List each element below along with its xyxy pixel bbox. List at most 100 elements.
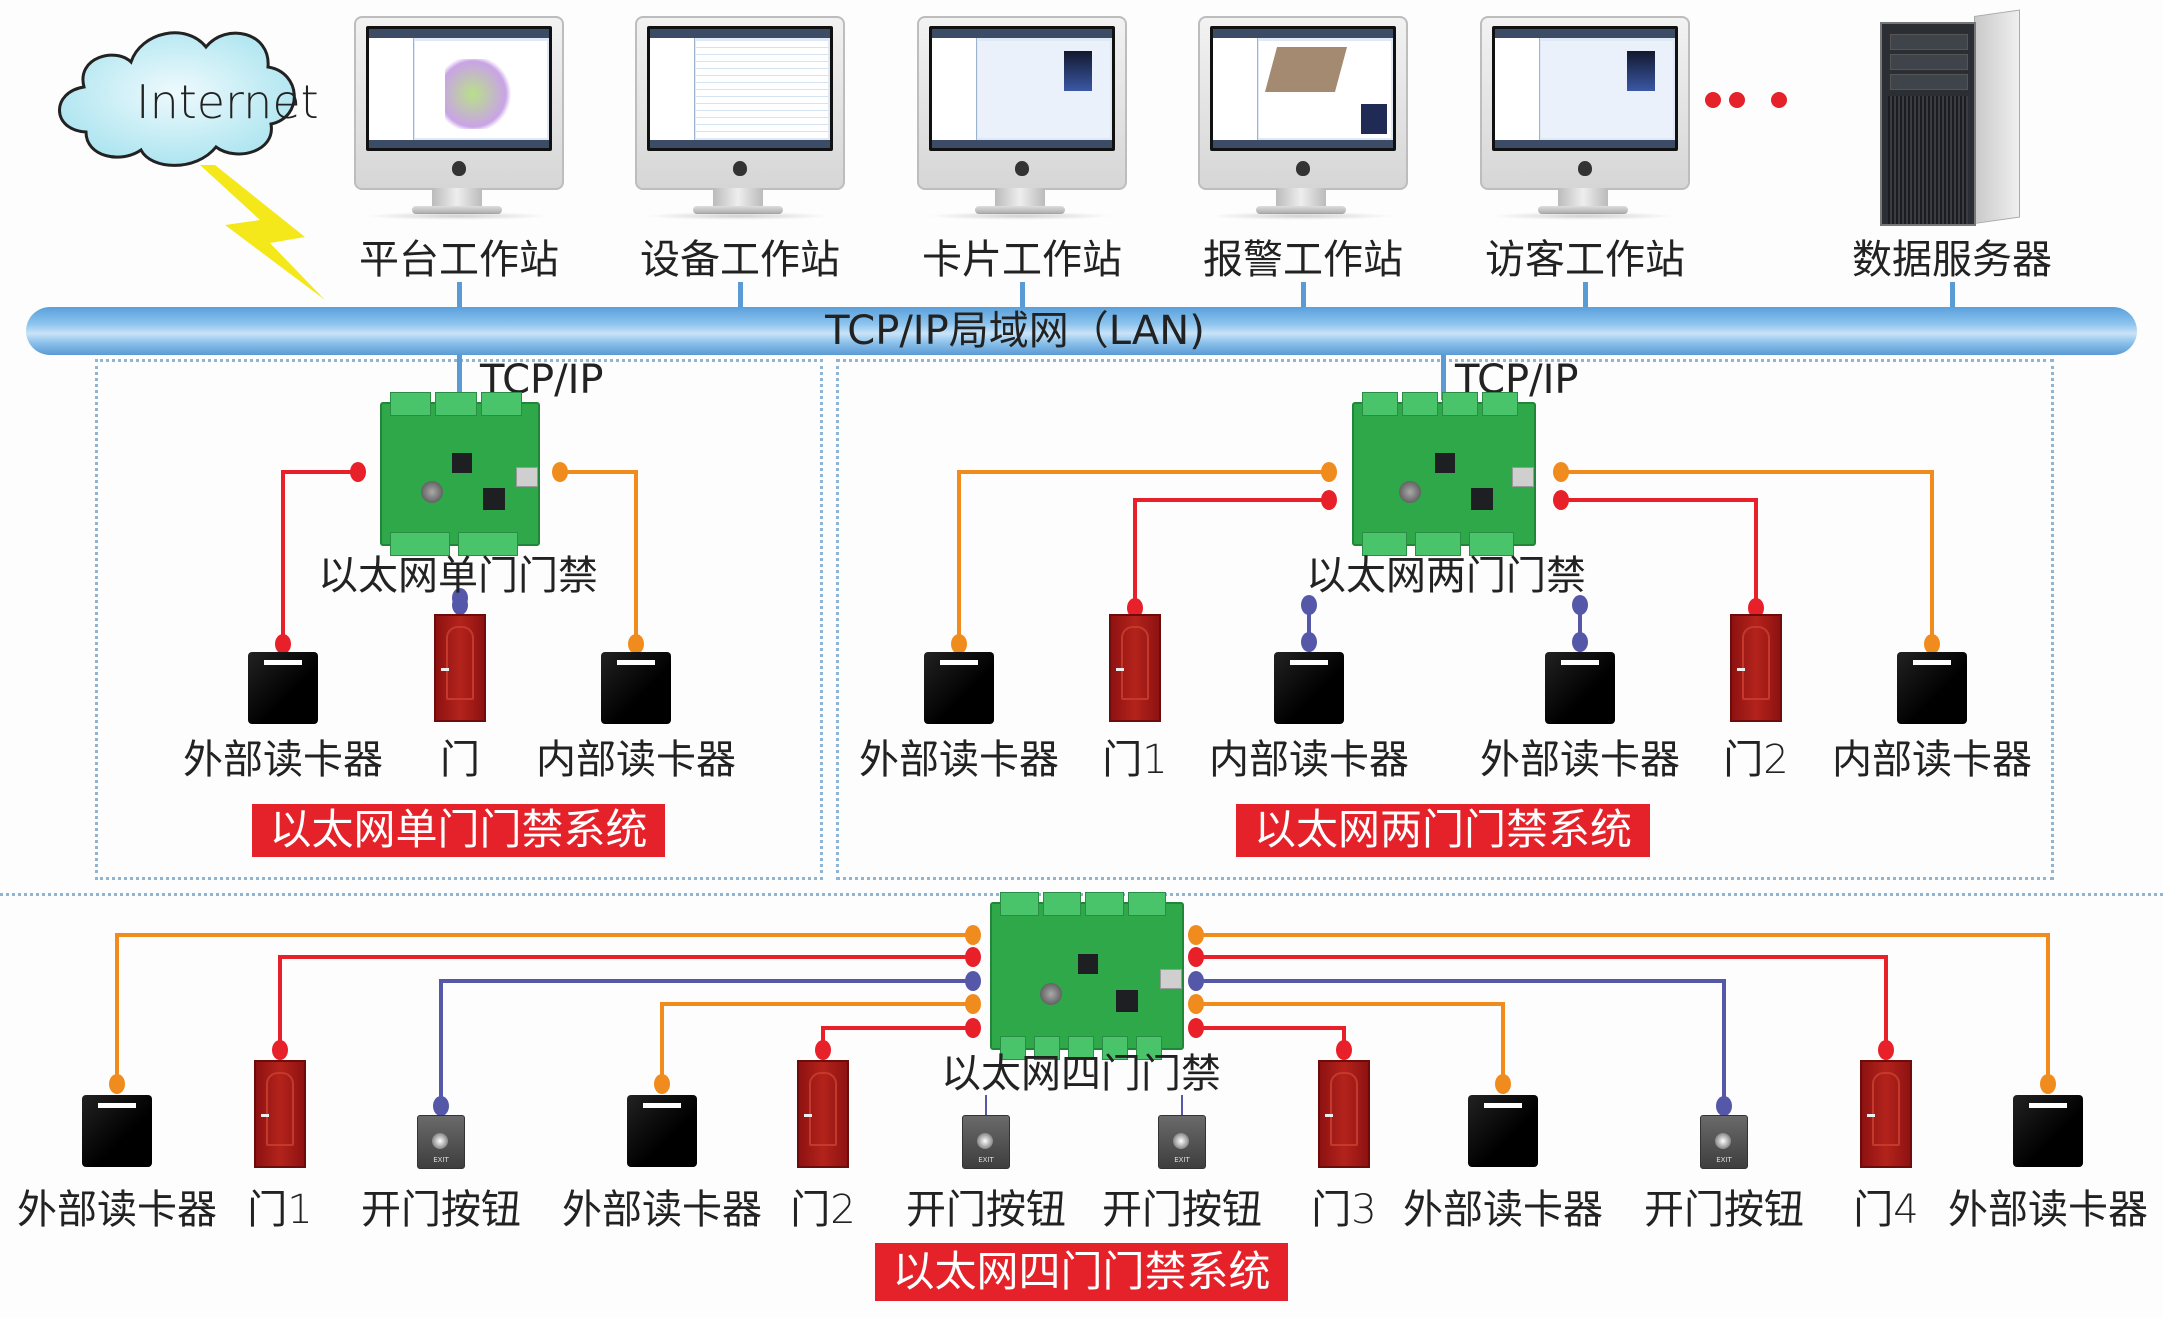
cloud-icon <box>58 31 296 167</box>
device-label: 门2 <box>1723 737 1789 783</box>
lan-bus <box>26 307 2137 355</box>
apple-logo-icon <box>1578 161 1592 176</box>
wire-terminal <box>1188 925 1204 945</box>
wire-terminal <box>815 1040 831 1060</box>
wire-terminal <box>272 1040 288 1060</box>
lan-drop <box>738 282 743 308</box>
device-label: 内部读卡器 <box>536 737 736 783</box>
wire-terminal <box>654 1074 670 1094</box>
door <box>1860 1060 1912 1168</box>
apple-logo-icon <box>733 161 747 176</box>
exit-button <box>417 1115 465 1169</box>
wire-terminal <box>965 971 981 991</box>
card-reader <box>1545 652 1615 724</box>
lightning-icon <box>200 165 325 300</box>
wire-terminal <box>1878 1040 1894 1060</box>
card-reader <box>82 1095 152 1167</box>
workstation-label: 报警工作站 <box>1203 237 1403 283</box>
wire <box>1196 955 1888 1050</box>
card-reader <box>1468 1095 1538 1167</box>
workstation-label: 设备工作站 <box>640 237 840 283</box>
wire <box>821 1026 973 1050</box>
controller-label: 以太网四门门禁 <box>941 1051 1221 1097</box>
apple-logo-icon <box>1296 161 1310 176</box>
workstation-monitor <box>917 16 1127 221</box>
device-label: 外部读卡器 <box>562 1187 762 1233</box>
device-label: 内部读卡器 <box>1209 737 1409 783</box>
four-door-system-title: 以太网四门门禁系统 <box>875 1243 1288 1301</box>
wire-terminal <box>965 925 981 945</box>
wire-terminal <box>1716 1096 1732 1116</box>
single-door-controller-board <box>380 392 540 556</box>
device-label: 开门按钮 <box>1644 1187 1804 1233</box>
device-label: 开门按钮 <box>361 1187 521 1233</box>
wire-terminal <box>965 994 981 1014</box>
wire-terminal <box>965 1018 981 1038</box>
door <box>797 1060 849 1168</box>
card-reader <box>2013 1095 2083 1167</box>
wire <box>1196 1026 1346 1050</box>
wire-terminal <box>1188 947 1204 967</box>
internet-label: Internet <box>136 75 319 129</box>
wire-terminal <box>1495 1074 1511 1094</box>
lan-drop <box>1950 282 1955 308</box>
device-label: 门3 <box>1311 1187 1377 1233</box>
workstation-monitor <box>1480 16 1690 221</box>
device-label: 外部读卡器 <box>1403 1187 1603 1233</box>
four-door-controller-board <box>990 892 1184 1060</box>
controller-label: 以太网单门门禁 <box>318 553 598 599</box>
card-reader <box>1897 652 1967 724</box>
controller-label: 以太网两门门禁 <box>1306 553 1586 599</box>
wire-terminal <box>2040 1074 2056 1094</box>
device-label: 外部读卡器 <box>1948 1187 2148 1233</box>
door <box>254 1060 306 1168</box>
device-label: 外部读卡器 <box>183 737 383 783</box>
device-label: 门1 <box>247 1187 313 1233</box>
apple-logo-icon <box>452 161 466 176</box>
workstation-label: 访客工作站 <box>1485 237 1685 283</box>
apple-logo-icon <box>1015 161 1029 176</box>
lan-drop <box>1301 282 1306 308</box>
wire-terminal <box>433 1096 449 1116</box>
lan-label: TCP/IP局域网（LAN) <box>825 308 1205 354</box>
door <box>1109 614 1161 722</box>
lan-drop <box>1020 282 1025 308</box>
device-label: 外部读卡器 <box>859 737 1059 783</box>
exit-button <box>962 1115 1010 1169</box>
wire <box>278 955 973 1050</box>
card-reader <box>601 652 671 724</box>
card-reader <box>1274 652 1344 724</box>
workstation-label: 平台工作站 <box>359 237 559 283</box>
workstation-monitor <box>354 16 564 221</box>
wire-terminal <box>1336 1040 1352 1060</box>
card-reader <box>924 652 994 724</box>
workstation-monitor <box>1198 16 1408 221</box>
device-label: 开门按钮 <box>906 1187 1066 1233</box>
door <box>1318 1060 1370 1168</box>
device-label: 门 <box>440 737 480 783</box>
tcpip-link <box>1441 355 1446 400</box>
two-door-system-title: 以太网两门门禁系统 <box>1236 804 1650 857</box>
lan-drop <box>457 282 462 308</box>
wire-terminal <box>1188 1018 1204 1038</box>
single-door-system-title: 以太网单门门禁系统 <box>252 804 665 857</box>
wire <box>1196 979 1726 1106</box>
door <box>434 614 486 722</box>
wire-terminal <box>965 947 981 967</box>
wire-terminal <box>1188 971 1204 991</box>
card-reader <box>248 652 318 724</box>
workstation-monitor <box>635 16 845 221</box>
device-label: 门1 <box>1102 737 1168 783</box>
exit-button <box>1158 1115 1206 1169</box>
door <box>1730 614 1782 722</box>
wire-terminal <box>109 1074 125 1094</box>
exit-button <box>1700 1115 1748 1169</box>
card-reader <box>627 1095 697 1167</box>
device-label: 内部读卡器 <box>1832 737 2032 783</box>
lan-drop <box>1583 282 1588 308</box>
wire <box>439 979 973 1106</box>
two-door-controller-board <box>1352 392 1536 556</box>
section-divider <box>0 893 2163 896</box>
workstation-label: 卡片工作站 <box>922 237 1122 283</box>
wire-terminal <box>1188 994 1204 1014</box>
